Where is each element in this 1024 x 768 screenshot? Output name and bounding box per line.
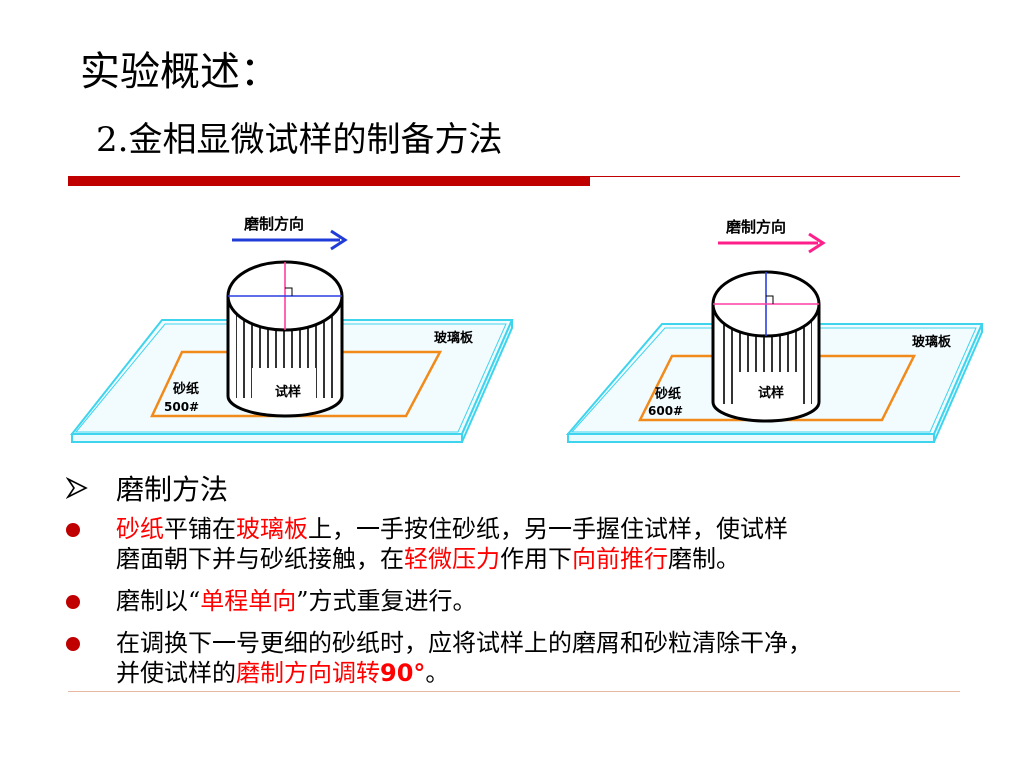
section-heading: 磨制方法 bbox=[60, 470, 960, 514]
direction-label-right: 磨制方向 bbox=[725, 218, 786, 236]
text-segment: 作用下 bbox=[500, 545, 572, 573]
text-segment: 磨制方向调转 bbox=[236, 659, 380, 687]
footer-divider bbox=[68, 691, 960, 692]
bullet-item-3: 在调换下一号更细的砂纸时，应将试样上的磨屑和砂粒清除干净， 并使试样的磨制方向调… bbox=[60, 628, 960, 688]
text-segment: 轻微压力 bbox=[404, 545, 500, 573]
page-subtitle: 2.金相显微试样的制备方法 bbox=[96, 120, 503, 160]
page-title: 实验概述： bbox=[80, 49, 280, 95]
plate-label-left: 玻璃板 bbox=[434, 330, 474, 346]
text-segment: 。 bbox=[425, 659, 450, 687]
text-segment: 平铺在 bbox=[164, 515, 236, 543]
grit-label-left: 500# bbox=[164, 400, 199, 414]
text-segment: 并使试样的 bbox=[116, 659, 236, 687]
bullet-line: 在调换下一号更细的砂纸时，应将试样上的磨屑和砂粒清除干净， bbox=[116, 628, 960, 658]
text-segment: 在调换下一号更细的砂纸时，应将试样上的磨屑和砂粒清除干净， bbox=[116, 629, 812, 657]
plate-label-right: 玻璃板 bbox=[912, 334, 952, 350]
dot-bullet-icon bbox=[66, 637, 80, 651]
text-segment: 上，一手按住砂纸，另一手握住试样，使试样 bbox=[308, 515, 788, 543]
text-segment: 90° bbox=[380, 659, 426, 687]
sandpaper-right bbox=[637, 354, 917, 422]
text-segment: ”方式重复进行。 bbox=[296, 587, 477, 615]
text-segment: 磨制。 bbox=[668, 545, 740, 573]
bullet-line: 磨制以“单程单向”方式重复进行。 bbox=[116, 586, 960, 616]
sample-cylinder-left bbox=[226, 260, 344, 418]
sample-label-left: 试样 bbox=[275, 384, 301, 400]
title-divider-thick bbox=[68, 176, 590, 186]
bullet-item-2: 磨制以“单程单向”方式重复进行。 bbox=[60, 586, 960, 616]
diagram-right: 磨制方向 玻璃板 砂纸 600# 试样 bbox=[565, 218, 984, 443]
text-segment: 向前推行 bbox=[572, 545, 668, 573]
direction-label-left: 磨制方向 bbox=[243, 215, 304, 233]
grit-label-right: 600# bbox=[648, 404, 683, 418]
sandpaper-left bbox=[150, 350, 443, 418]
heading-text: 磨制方法 bbox=[116, 473, 229, 506]
bullet-list: 磨制方法 砂纸平铺在玻璃板上，一手按住砂纸，另一手握住试样，使试样 磨面朝下并与… bbox=[60, 470, 960, 688]
dot-bullet-icon bbox=[66, 523, 80, 537]
text-segment: 磨面朝下并与砂纸接触，在 bbox=[116, 545, 404, 573]
bullet-line: 砂纸平铺在玻璃板上，一手按住砂纸，另一手握住试样，使试样 bbox=[116, 514, 960, 544]
sample-label-right: 试样 bbox=[758, 385, 784, 401]
arrow-bullet-icon bbox=[66, 477, 88, 499]
text-segment: 玻璃板 bbox=[236, 515, 308, 543]
direction-arrowhead-left bbox=[330, 229, 348, 251]
paper-label-right: 砂纸 bbox=[654, 386, 681, 402]
bullet-line: 并使试样的磨制方向调转90°。 bbox=[116, 658, 960, 688]
sample-cylinder-right bbox=[711, 270, 821, 423]
dot-bullet-icon bbox=[66, 595, 80, 609]
text-segment: 磨制以“ bbox=[116, 587, 201, 615]
direction-arrowhead-right bbox=[808, 232, 826, 254]
text-segment: 砂纸 bbox=[116, 515, 164, 543]
paper-label-left: 砂纸 bbox=[172, 381, 199, 397]
title-divider-thin bbox=[590, 176, 960, 177]
bullet-line: 磨面朝下并与砂纸接触，在轻微压力作用下向前推行磨制。 bbox=[116, 544, 960, 574]
diagram-left: 磨制方向 玻璃板 砂纸 500# 试样 bbox=[69, 215, 514, 443]
grinding-diagrams: 磨制方向 玻璃板 砂纸 500# 试样 磨制方向 玻璃板 砂纸 600# bbox=[69, 215, 984, 443]
bullet-item-1: 砂纸平铺在玻璃板上，一手按住砂纸，另一手握住试样，使试样 磨面朝下并与砂纸接触，… bbox=[60, 514, 960, 574]
text-segment: 单程单向 bbox=[200, 587, 297, 615]
